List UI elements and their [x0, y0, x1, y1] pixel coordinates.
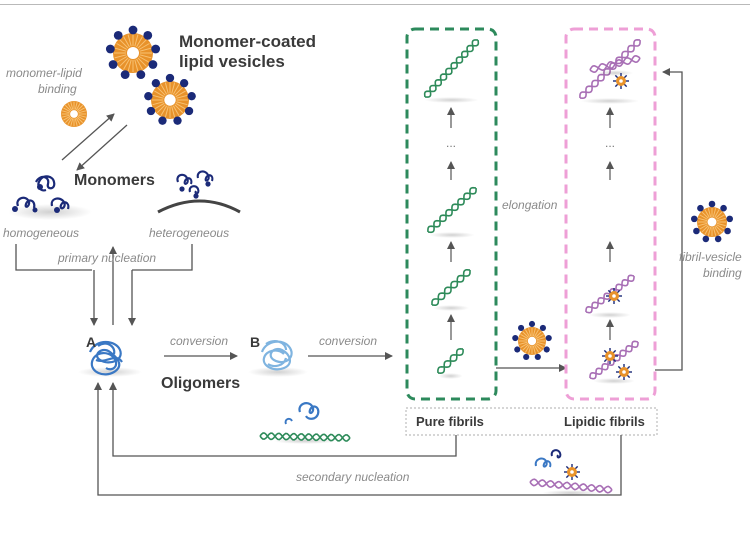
lipid-bound-vesicle-4 [616, 364, 632, 380]
pure-fibril-step-1 [437, 347, 464, 379]
lipid-vesicle-secondary [564, 464, 580, 480]
fibril-under-oligomer [259, 432, 351, 444]
oligomers-heading: Oligomers [161, 375, 241, 392]
lipidic-ellipsis: ... [605, 136, 616, 150]
lipidic-fibril-step-4a [579, 38, 641, 104]
monomer-coated-title-line2: lipid vesicles [179, 52, 285, 71]
pure-fibrils-label: Pure fibrils [416, 414, 484, 429]
monomer-coated-title-line1: Monomer-coated [179, 32, 316, 51]
pure-fibril-step-3 [427, 186, 477, 238]
heterogeneous-label: heterogeneous [149, 226, 230, 240]
oligomer-on-lipidic-fibril [534, 449, 562, 468]
state-b-label: B [250, 334, 261, 350]
conversion-label-2: conversion [319, 334, 378, 348]
pure-ellipsis: ... [446, 136, 457, 150]
lipid-bound-vesicle-3 [602, 348, 618, 364]
monomer-lipid-label-line1: monomer-lipid [6, 66, 82, 80]
lipidic-fibrils-label: Lipidic fibrils [564, 414, 645, 429]
lipidic-fibril-step-4b [589, 54, 641, 76]
lipidic-fibrils-box [564, 27, 657, 401]
bare-vesicle [61, 101, 87, 127]
monomer-lipid-label-line2: binding [38, 82, 77, 96]
secondary-nucleation-label: secondary nucleation [296, 470, 410, 484]
pure-fibrils-box [405, 27, 498, 401]
oligomer-on-pure-fibril [284, 402, 320, 425]
fibril-label-frame [405, 407, 658, 436]
fibril-vesicle-label-line2: binding [703, 266, 742, 280]
lipidic-fibril-secondary [529, 478, 613, 496]
pure-fibril-step-4 [423, 39, 480, 103]
monomer-cluster-heterogeneous [157, 170, 241, 214]
lipid-bound-vesicle-2 [606, 288, 622, 304]
conversion-label-1: conversion [170, 334, 229, 348]
vesicle-fibril-binding [690, 200, 734, 243]
monomers-heading: Monomers [74, 172, 155, 189]
fibril-vesicle-label-line1: fibril-vesicle [679, 250, 742, 264]
elongation-label: elongation [502, 198, 558, 212]
coated-vesicle-top [105, 25, 161, 80]
lipid-bound-vesicle-1 [613, 73, 629, 89]
state-a-label: A [86, 334, 97, 350]
homogeneous-label: homogeneous [3, 226, 80, 240]
top-rule [0, 4, 750, 5]
arrow-monomers-to-vesicles [61, 113, 115, 161]
monomer-cluster-homogeneous [8, 175, 92, 220]
lipidic-fibril-step-1 [589, 340, 639, 384]
coated-vesicle-bottom [144, 73, 196, 125]
primary-nucleation-label: primary nucleation [58, 251, 157, 265]
oligomer-a-blob [78, 340, 142, 377]
vesicle-near-connector [512, 320, 552, 361]
primary-nucleation-connector [15, 244, 193, 326]
secondary-nucleation-paths [94, 382, 622, 496]
oligomer-b-blob [248, 340, 308, 377]
arrow-vesicles-to-monomers [76, 124, 128, 171]
pure-fibril-step-2 [431, 269, 471, 311]
fibril-vesicle-binding-loop [655, 68, 683, 371]
